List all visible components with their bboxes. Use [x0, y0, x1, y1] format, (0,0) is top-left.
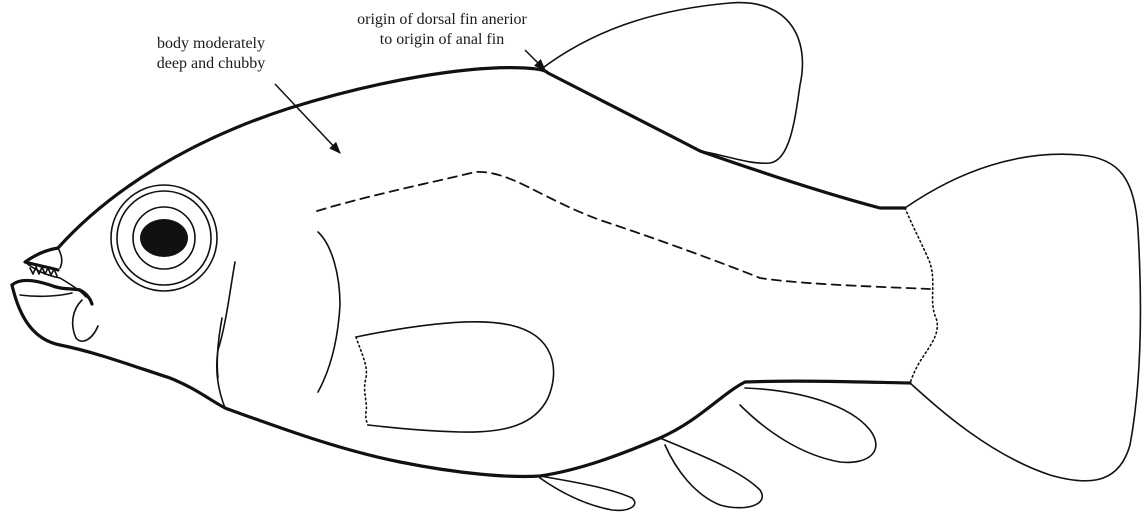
- fish-body-outline: [58, 68, 905, 248]
- operculum-edge: [318, 232, 340, 392]
- dorsal-fin: [540, 3, 802, 164]
- pectoral-fin-base: [356, 337, 368, 425]
- lower-lip: [20, 293, 72, 296]
- pelvic-fin: [660, 438, 762, 508]
- pupil: [140, 219, 188, 257]
- caudal-peduncle-line: [905, 208, 937, 383]
- cheek-line: [217, 318, 222, 378]
- body-annotation-arrow: [275, 84, 340, 153]
- caudal-fin: [905, 154, 1140, 481]
- nostril-mark: [58, 248, 62, 268]
- ventral-fin-small: [540, 476, 635, 510]
- pectoral-fin: [356, 322, 554, 432]
- chin-curve: [73, 300, 98, 341]
- lateral-line: [317, 172, 930, 289]
- anal-fin: [740, 388, 876, 462]
- fish-belly-outline: [12, 285, 910, 476]
